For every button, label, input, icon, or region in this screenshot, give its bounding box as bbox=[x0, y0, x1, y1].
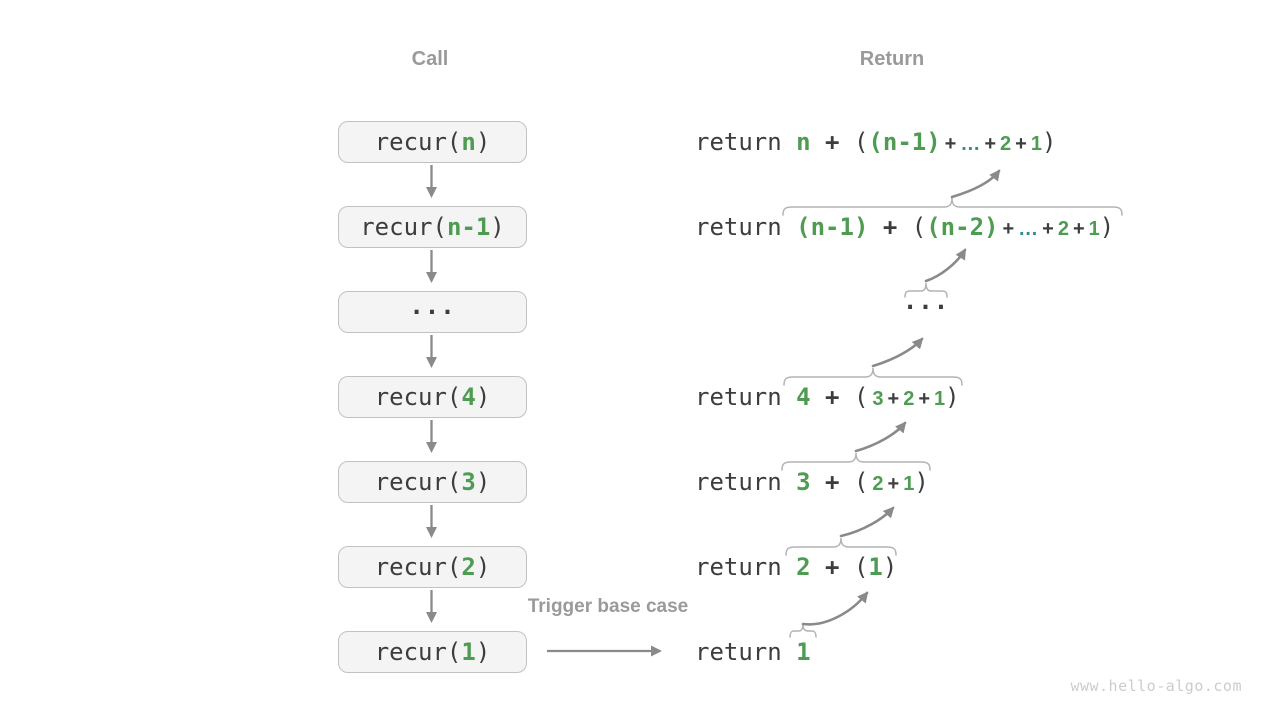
code-token: 1 bbox=[796, 638, 811, 666]
code-token: + bbox=[810, 128, 854, 156]
code-token: recur( bbox=[374, 383, 462, 411]
code-token: + bbox=[1072, 218, 1085, 240]
return-line-ellipsis: ··· bbox=[876, 286, 976, 328]
code-token: + bbox=[944, 133, 957, 155]
return-line-3: return 3 + (2+1) bbox=[695, 461, 929, 503]
code-token: ) bbox=[475, 383, 491, 411]
call-box-recur-3: recur(3) bbox=[338, 461, 527, 503]
arrow-return-n-1-to-n bbox=[950, 169, 1001, 199]
code-token: 1 bbox=[934, 388, 946, 410]
code-token: recur( bbox=[374, 128, 462, 156]
code-token: 1 bbox=[461, 638, 476, 666]
arrow-return-3-to-4 bbox=[854, 421, 907, 453]
code-token: ) bbox=[1099, 213, 1115, 241]
code-token: 4 bbox=[796, 383, 811, 411]
code-token: … bbox=[1018, 218, 1039, 240]
code-token: 2 bbox=[461, 553, 476, 581]
code-token: 2 bbox=[872, 473, 884, 495]
code-token: 1 bbox=[1088, 218, 1100, 240]
code-token: return bbox=[695, 128, 797, 156]
code-token: ) bbox=[475, 468, 491, 496]
code-token: return bbox=[695, 468, 797, 496]
code-token: ) bbox=[490, 213, 505, 241]
return-line-n-1: return (n-1) + ((n-2)+…+2+1) bbox=[695, 206, 1114, 248]
call-box-recur-1: recur(1) bbox=[338, 631, 527, 673]
code-token: n-1 bbox=[446, 213, 491, 241]
code-token: + bbox=[887, 388, 900, 410]
trigger-base-case-label: Trigger base case bbox=[527, 596, 689, 617]
code-token: ) bbox=[475, 553, 491, 581]
code-token: ) bbox=[945, 383, 960, 411]
return-line-n: return n + ((n-1)+…+2+1) bbox=[695, 121, 1056, 163]
code-token: ) bbox=[475, 128, 491, 156]
call-box-ellipsis: ··· bbox=[338, 291, 527, 333]
return-column-header: Return bbox=[859, 48, 925, 70]
code-token: + bbox=[984, 133, 997, 155]
code-token: n bbox=[796, 128, 811, 156]
arrow-return-ellipsis-to-n-1 bbox=[924, 248, 967, 283]
code-token: + bbox=[1042, 218, 1054, 240]
code-token: + bbox=[810, 553, 854, 581]
code-token: 3 bbox=[872, 388, 884, 410]
code-token: recur( bbox=[374, 638, 462, 666]
code-token: + bbox=[887, 473, 900, 495]
code-token: 3 bbox=[796, 468, 811, 496]
code-token: 4 bbox=[461, 383, 476, 411]
code-token: ( bbox=[853, 128, 869, 156]
code-token: (n-2) bbox=[926, 213, 999, 241]
code-token: 2 bbox=[1057, 218, 1069, 240]
code-token: recur( bbox=[374, 468, 462, 496]
code-token: + bbox=[918, 388, 931, 410]
call-box-recur-n-1: recur(n-1) bbox=[338, 206, 527, 248]
code-token: + bbox=[810, 468, 854, 496]
code-token: ··· bbox=[409, 298, 456, 326]
code-token: + bbox=[1002, 218, 1015, 240]
code-token: n bbox=[461, 128, 476, 156]
watermark: www.hello-algo.com bbox=[1070, 677, 1242, 695]
code-token: ( bbox=[853, 383, 869, 411]
code-token: return bbox=[695, 553, 797, 581]
code-token: ) bbox=[882, 553, 898, 581]
arrow-return-4-to-ellipsis bbox=[871, 337, 924, 368]
code-token: (n-1) bbox=[796, 213, 869, 241]
code-token: + bbox=[810, 383, 854, 411]
code-token: ( bbox=[853, 468, 869, 496]
code-token: 2 bbox=[1000, 133, 1012, 155]
code-token: + bbox=[1015, 133, 1027, 155]
code-token: return bbox=[695, 638, 797, 666]
code-token: ) bbox=[914, 468, 929, 496]
call-box-recur-n: recur(n) bbox=[338, 121, 527, 163]
return-line-2: return 2 + (1) bbox=[695, 546, 897, 588]
code-token: 3 bbox=[461, 468, 476, 496]
arrow-return-1-to-2 bbox=[801, 591, 869, 626]
arrow-return-2-to-3 bbox=[839, 506, 895, 538]
code-token: … bbox=[960, 133, 981, 155]
code-token: recur( bbox=[360, 213, 447, 241]
code-token: ) bbox=[1041, 128, 1057, 156]
code-token: 1 bbox=[868, 553, 883, 581]
code-token: recur( bbox=[374, 553, 462, 581]
code-token: return bbox=[695, 383, 797, 411]
code-token: ··· bbox=[902, 293, 950, 321]
return-line-1: return 1 bbox=[695, 631, 811, 673]
return-line-4: return 4 + (3+2+1) bbox=[695, 376, 960, 418]
code-token: + bbox=[868, 213, 912, 241]
code-token: 1 bbox=[903, 473, 915, 495]
code-token: return bbox=[695, 213, 797, 241]
code-token: 2 bbox=[796, 553, 811, 581]
code-token: ( bbox=[911, 213, 927, 241]
code-token: ( bbox=[853, 553, 869, 581]
code-token: (n-1) bbox=[868, 128, 941, 156]
code-token: 2 bbox=[903, 388, 915, 410]
call-box-recur-2: recur(2) bbox=[338, 546, 527, 588]
call-column-header: Call bbox=[411, 48, 449, 70]
call-box-recur-4: recur(4) bbox=[338, 376, 527, 418]
code-token: ) bbox=[475, 638, 491, 666]
code-token: 1 bbox=[1030, 133, 1042, 155]
